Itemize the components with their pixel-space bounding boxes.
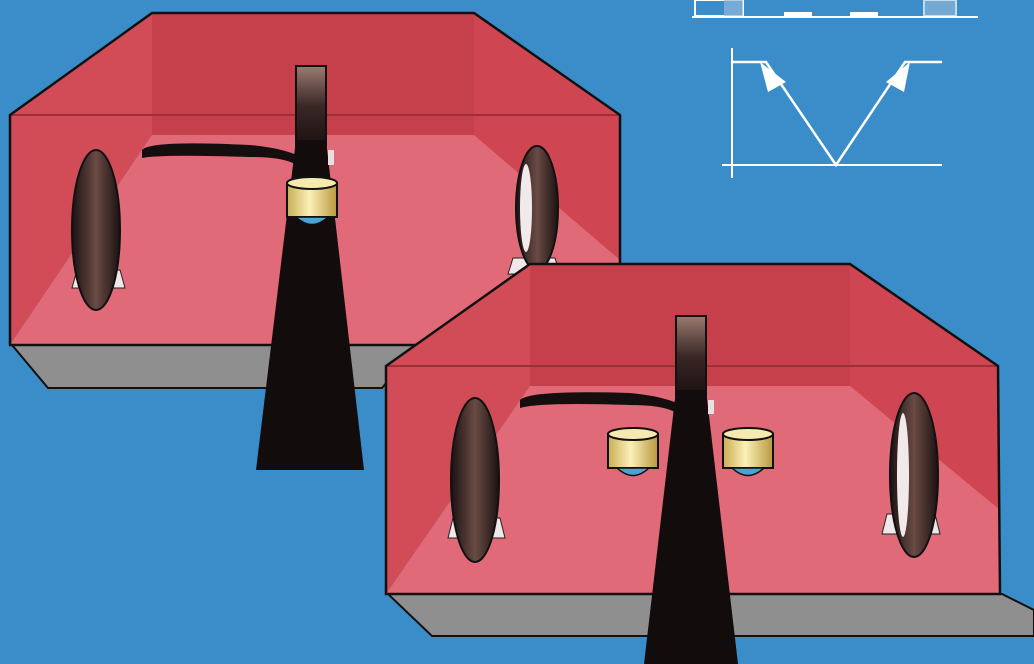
bottom-robot-left-sensor-icon <box>608 428 658 476</box>
reflectance-graph-icon <box>722 48 942 178</box>
top-robot-base <box>12 345 418 388</box>
bar-code-strip-icon <box>692 0 978 17</box>
bottom-robot <box>386 264 1034 664</box>
top-robot-sensor-icon <box>287 177 337 225</box>
graph-arrow-right <box>886 62 910 92</box>
graph-curve <box>732 62 942 165</box>
bottom-robot-post <box>676 316 706 396</box>
top-robot-post <box>296 66 326 146</box>
bottom-robot-right-sensor-icon <box>723 428 773 476</box>
